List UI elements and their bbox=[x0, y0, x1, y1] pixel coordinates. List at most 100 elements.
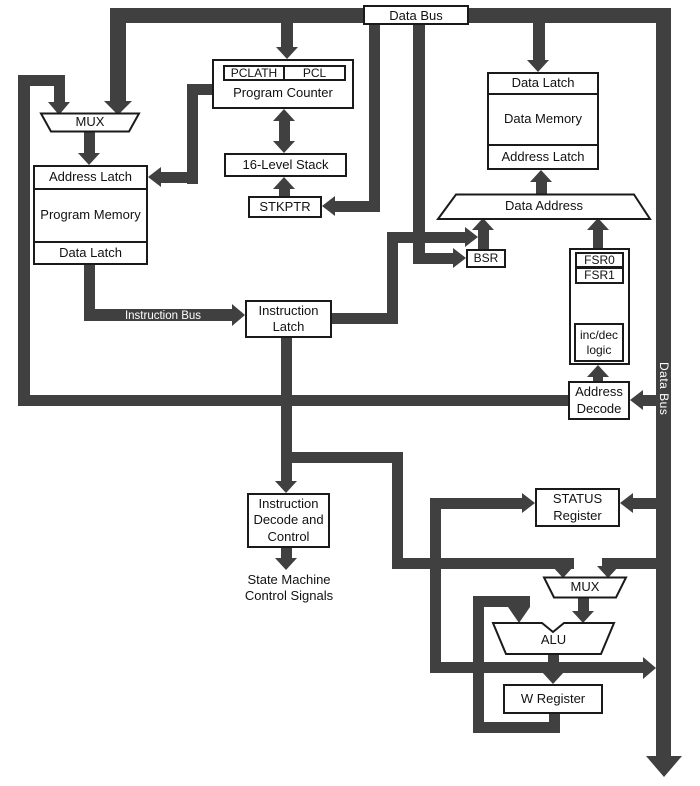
arrowhead-into-stack-bottom bbox=[273, 177, 295, 189]
arrowhead-into-address-latch bbox=[148, 167, 161, 187]
data-bus-bottom-arrow-icon bbox=[646, 756, 682, 777]
status-register-block: STATUS Register bbox=[535, 488, 620, 527]
arrowhead-mux-right-input bbox=[104, 101, 132, 115]
mux-program-shape bbox=[39, 112, 141, 133]
mux-program-label: MUX bbox=[75, 114, 105, 129]
arrowhead-into-status-right bbox=[620, 493, 633, 513]
wire-instruction-bus-v bbox=[84, 265, 95, 321]
wire-bus-to-decode-stub bbox=[641, 395, 656, 406]
wire-pc-left-v bbox=[187, 84, 198, 184]
data-address-shape bbox=[436, 193, 652, 220]
arrowhead-muxalu-left-input bbox=[552, 566, 574, 578]
arrowhead-alu-to-data-bus bbox=[643, 657, 656, 679]
arrowhead-into-w-register bbox=[542, 672, 564, 684]
wire-stkptr-stack-v bbox=[279, 187, 290, 196]
data-memory-address-latch: Address Latch bbox=[489, 144, 597, 168]
alu-label: ALU bbox=[540, 632, 567, 647]
wire-lineB-v bbox=[413, 22, 425, 264]
wire-instr-latch-down bbox=[281, 338, 292, 482]
instruction-decode-block: Instruction Decode and Control bbox=[247, 493, 330, 548]
wire-pc-stack-v bbox=[279, 119, 290, 143]
wire-instruction-bus-h bbox=[84, 309, 232, 321]
wire-data-address-up bbox=[536, 180, 547, 195]
wire-long-horizontal bbox=[18, 395, 568, 406]
program-memory-block: Address Latch Program Memory Data Latch bbox=[33, 165, 148, 265]
wire-decode-up bbox=[593, 375, 603, 382]
wire-bsr-stub bbox=[478, 228, 489, 250]
wire-muxalu-output bbox=[578, 597, 589, 615]
instruction-bus-label: Instruction Bus bbox=[124, 310, 202, 322]
pclath-register: PCLATH bbox=[223, 65, 285, 81]
arrowhead-into-stack-top bbox=[273, 141, 295, 153]
program-memory-label: Program Memory bbox=[35, 188, 146, 241]
pc-register-row: PCLATH PCL bbox=[223, 65, 346, 81]
arrowhead-data-latch-input bbox=[527, 60, 549, 72]
wire-mux-left-drop bbox=[54, 75, 65, 104]
wire-bsr-in-h bbox=[418, 253, 453, 264]
data-memory-data-latch: Data Latch bbox=[511, 75, 575, 91]
bsr-block: BSR bbox=[466, 249, 506, 268]
arrowhead-decode-to-incdec bbox=[587, 365, 609, 377]
arrowhead-into-pc-bottom bbox=[273, 109, 295, 121]
wire-branch-v bbox=[392, 452, 403, 569]
mux-alu-label: MUX bbox=[570, 579, 600, 594]
program-counter-label: Program Counter bbox=[233, 84, 333, 100]
arrowhead-into-instruction-decode bbox=[275, 481, 297, 493]
arrowhead-muxalu-right-input bbox=[597, 566, 619, 578]
fsr-group-block: FSR0 FSR1 inc/dec logic bbox=[569, 248, 630, 365]
wire-left-feedback-top-h bbox=[18, 75, 65, 86]
alu-shape bbox=[491, 622, 616, 655]
arrowhead-into-bsr-stub bbox=[465, 227, 478, 247]
wire-lineA-v bbox=[369, 22, 380, 212]
wire-c-h bbox=[387, 232, 465, 243]
data-memory-block: Data Latch Data Memory Address Latch bbox=[487, 72, 599, 170]
wire-wloop-bottom-h bbox=[473, 722, 560, 733]
wire-lineA-h bbox=[334, 201, 380, 212]
w-register-block: W Register bbox=[503, 684, 603, 714]
arrowhead-address-latch-input bbox=[78, 153, 100, 165]
wire-bus-to-mux-drop bbox=[110, 22, 126, 101]
wire-status-v bbox=[430, 498, 441, 673]
wire-muxalu-left-in-h bbox=[392, 558, 574, 569]
wire-bus-to-datamem-drop bbox=[533, 22, 545, 62]
arrowhead-into-bsr bbox=[453, 248, 466, 268]
inc-dec-logic-block: inc/dec logic bbox=[574, 323, 624, 362]
wire-left-feedback-v bbox=[18, 75, 30, 406]
arrowhead-into-status-left bbox=[522, 493, 535, 513]
state-machine-label: State Machine Control Signals bbox=[244, 572, 334, 604]
instruction-latch-block: Instruction Latch bbox=[245, 300, 332, 338]
top-data-bus-label: Data Bus bbox=[363, 5, 469, 25]
wire-branch-h bbox=[281, 452, 403, 463]
wire-mux-output bbox=[84, 131, 95, 155]
wire-wloop-top-h bbox=[473, 596, 530, 607]
fsr0-register: FSR0 bbox=[575, 252, 624, 268]
wire-state-machine-v bbox=[281, 548, 292, 559]
wire-fsr-stub bbox=[593, 228, 603, 248]
address-decode-block: Address Decode bbox=[568, 381, 630, 420]
arrowhead-pc-input bbox=[276, 47, 298, 59]
right-data-bus bbox=[656, 8, 671, 757]
arrowhead-mux-left-input bbox=[48, 102, 70, 115]
arrowhead-bsr-to-data-address bbox=[472, 218, 494, 230]
arrowhead-into-datamem-address-latch bbox=[530, 170, 552, 182]
arrowhead-into-alu-left bbox=[508, 607, 530, 623]
wire-d-v bbox=[387, 232, 398, 324]
arrowhead-fsr-to-data-address bbox=[587, 218, 609, 230]
program-counter-block: PCLATH PCL Program Counter bbox=[212, 59, 354, 109]
right-data-bus-label: Data Bus bbox=[657, 362, 671, 416]
wire-wreg-out-v bbox=[549, 713, 560, 733]
arrowhead-into-instruction-latch bbox=[232, 304, 245, 326]
arrowhead-into-stkptr bbox=[322, 196, 335, 216]
wire-alu-out-h bbox=[436, 662, 643, 673]
arrowhead-state-machine bbox=[275, 558, 297, 570]
stkptr-block: STKPTR bbox=[248, 196, 322, 218]
wire-bus-to-status-stub bbox=[633, 498, 656, 509]
program-memory-address-latch: Address Latch bbox=[48, 169, 133, 185]
wire-pc-left-h bbox=[187, 84, 212, 95]
stack-block: 16-Level Stack bbox=[224, 153, 347, 177]
wire-address-latch-in-h bbox=[160, 172, 198, 183]
arrowhead-into-alu-right bbox=[572, 611, 594, 623]
program-memory-data-latch: Data Latch bbox=[35, 241, 146, 263]
wire-instr-latch-right-h bbox=[332, 313, 398, 324]
